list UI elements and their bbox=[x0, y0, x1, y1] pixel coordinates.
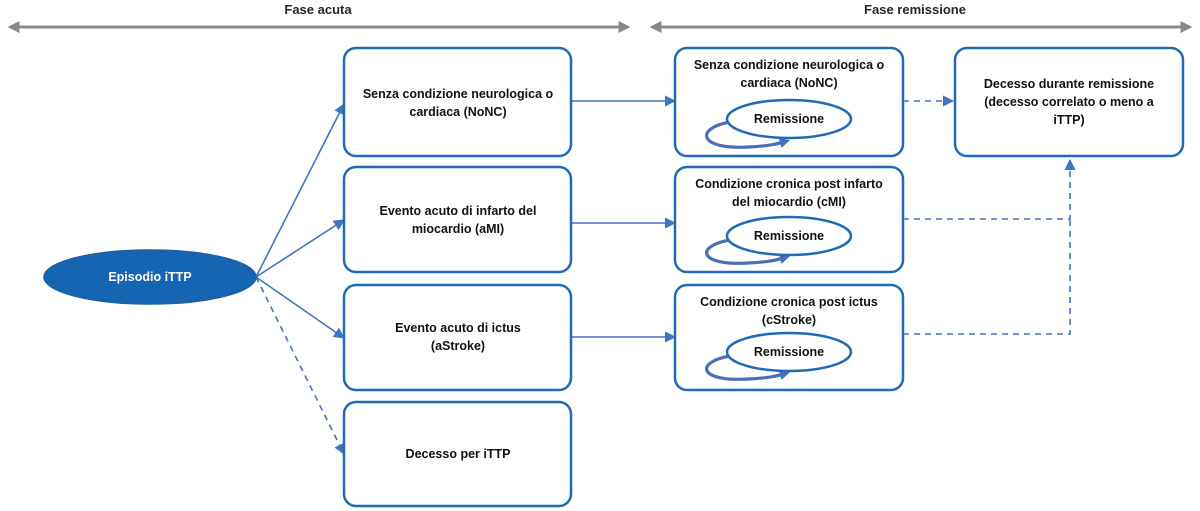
phase-header-acute: Fase acuta bbox=[7, 2, 631, 33]
remission-loop-arrow bbox=[705, 354, 790, 381]
edge-cstroke-to-death bbox=[903, 219, 1071, 335]
acute-state-label-line: (aStroke) bbox=[431, 339, 485, 353]
death-remission-label-line: iTTP) bbox=[1053, 113, 1084, 127]
acute-state-label-line: Senza condizione neurologica o bbox=[363, 87, 554, 101]
start-node-shape bbox=[43, 249, 257, 305]
remission-loop-label: Remissione bbox=[754, 229, 824, 243]
acute-state-label-line: Decesso per iTTP bbox=[406, 447, 511, 461]
acute-state-label-line: Evento acuto di infarto del bbox=[380, 204, 537, 218]
edge-cmi-to-death bbox=[903, 158, 1076, 220]
acute-state-label-line: Evento acuto di ictus bbox=[395, 321, 521, 335]
acute-state-nonc: Senza condizione neurologica o cardiaca … bbox=[342, 46, 573, 158]
death-remission-box bbox=[953, 46, 1185, 158]
remission-loop-label: Remissione bbox=[754, 345, 824, 359]
death-remission-label-line: Decesso durante remissione bbox=[984, 77, 1154, 91]
acute-state-ami: Evento acuto di infarto del miocardio (a… bbox=[342, 165, 573, 274]
acute-state-box bbox=[342, 283, 573, 392]
remission-state-label-line: Senza condizione neurologica o bbox=[694, 58, 885, 72]
remission-state-label-line: del miocardio (cMI) bbox=[732, 195, 846, 209]
remission-loop-label: Remissione bbox=[754, 112, 824, 126]
start-node-label: Episodio iTTP bbox=[108, 270, 191, 284]
edge-start-to-nonc bbox=[255, 103, 345, 278]
remission-state-label-line: Condizione cronica post infarto bbox=[695, 177, 883, 191]
edge-start-to-ami bbox=[255, 219, 345, 278]
acute-state-label-line: cardiaca (NoNC) bbox=[409, 105, 506, 119]
remission-loop-ellipse bbox=[725, 215, 853, 257]
remission-state-label-line: cardiaca (NoNC) bbox=[740, 76, 837, 90]
acute-state-death: Decesso per iTTP bbox=[342, 400, 573, 508]
remission-state-label-line: Condizione cronica post ictus bbox=[700, 295, 878, 309]
acute-state-label-line: miocardio (aMI) bbox=[412, 222, 504, 236]
remission-loop-arrow bbox=[705, 238, 790, 265]
edge-start-to-death bbox=[255, 276, 345, 456]
phase-label-acute: Fase acuta bbox=[284, 2, 352, 17]
phase-label-remission: Fase remissione bbox=[864, 2, 966, 17]
remission-state-nonc: Senza condizione neurologica o cardiaca … bbox=[673, 46, 905, 158]
start-node: Episodio iTTP bbox=[43, 249, 257, 305]
acute-state-astroke: Evento acuto di ictus (aStroke) bbox=[342, 283, 573, 392]
phase-header-remission: Fase remissione bbox=[649, 2, 1193, 33]
death-during-remission: Decesso durante remissione (decesso corr… bbox=[953, 46, 1185, 158]
acute-state-box bbox=[342, 400, 573, 508]
acute-state-box bbox=[342, 46, 573, 158]
remission-state-cstroke: Condizione cronica post ictus (cStroke) … bbox=[673, 283, 905, 392]
acute-state-box bbox=[342, 165, 573, 274]
remission-state-label-line: (cStroke) bbox=[762, 313, 816, 327]
remission-loop-ellipse bbox=[725, 331, 853, 373]
remission-state-cmi: Condizione cronica post infarto del mioc… bbox=[673, 165, 905, 274]
edge-start-to-astroke bbox=[255, 276, 345, 339]
connectors bbox=[255, 95, 1076, 456]
death-remission-label-line: (decesso correlato o meno a bbox=[984, 95, 1155, 109]
remission-loop-ellipse bbox=[725, 98, 853, 140]
remission-loop-arrow bbox=[705, 120, 790, 149]
